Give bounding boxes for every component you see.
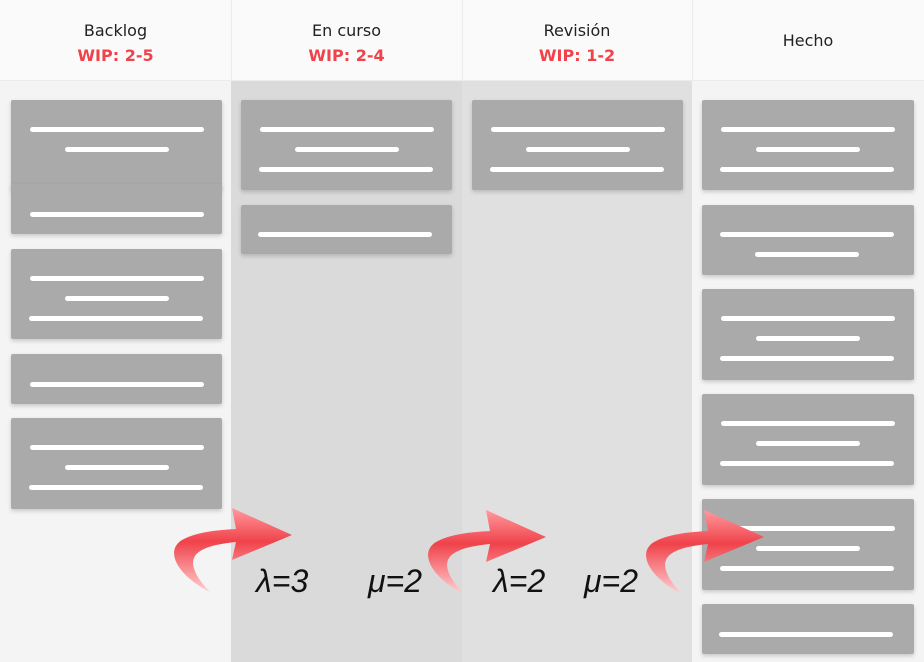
text-placeholder-line [65, 147, 169, 152]
text-placeholder-line [65, 296, 169, 301]
divider [462, 0, 463, 80]
text-placeholder-line [259, 167, 433, 172]
kanban-card[interactable] [11, 249, 222, 339]
column-header-revision: Revisión WIP: 1-2 [462, 0, 692, 81]
column-header-hecho: Hecho [692, 0, 924, 81]
column-title: Backlog [83, 21, 148, 40]
text-placeholder-line [295, 147, 399, 152]
kanban-card[interactable] [702, 205, 914, 275]
text-placeholder-line [30, 212, 204, 217]
text-placeholder-line [260, 127, 434, 132]
text-placeholder-line [30, 127, 204, 132]
text-placeholder-line [756, 336, 860, 341]
column-title: En curso [312, 21, 381, 40]
kanban-card[interactable] [702, 394, 914, 485]
text-placeholder-line [756, 546, 860, 551]
flow-arrow-icon [646, 510, 764, 594]
text-placeholder-line [720, 566, 894, 571]
text-placeholder-line [720, 356, 894, 361]
wip-limit: WIP: 1-2 [538, 46, 616, 65]
column-title: Revisión [543, 21, 611, 40]
kanban-card[interactable] [241, 100, 452, 190]
text-placeholder-line [258, 232, 432, 237]
kanban-card[interactable] [472, 100, 683, 190]
text-placeholder-line [721, 316, 895, 321]
text-placeholder-line [721, 421, 895, 426]
text-placeholder-line [720, 167, 894, 172]
arrival-rate-label: λ=2 [493, 563, 546, 599]
arrival-rate-label: λ=3 [256, 563, 309, 599]
kanban-card[interactable] [702, 289, 914, 380]
kanban-card[interactable] [702, 100, 914, 190]
text-placeholder-line [29, 316, 203, 321]
kanban-card[interactable] [11, 418, 222, 509]
service-rate-label: μ=2 [368, 563, 423, 599]
kanban-card[interactable] [11, 354, 222, 404]
kanban-card[interactable] [11, 184, 222, 234]
text-placeholder-line [29, 485, 203, 490]
column-header-en-curso: En curso WIP: 2-4 [231, 0, 462, 81]
text-placeholder-line [755, 252, 859, 257]
text-placeholder-line [526, 147, 630, 152]
column-header-backlog: Backlog WIP: 2-5 [0, 0, 231, 81]
divider [692, 0, 693, 80]
text-placeholder-line [30, 276, 204, 281]
text-placeholder-line [719, 632, 893, 637]
text-placeholder-line [721, 127, 895, 132]
kanban-card[interactable] [11, 100, 222, 190]
column-title: Hecho [782, 31, 834, 50]
wip-limit: WIP: 2-4 [308, 46, 385, 65]
text-placeholder-line [720, 232, 894, 237]
text-placeholder-line [30, 445, 204, 450]
kanban-card[interactable] [702, 604, 914, 654]
text-placeholder-line [720, 461, 894, 466]
text-placeholder-line [756, 147, 860, 152]
flow-arrow-icon [174, 508, 292, 592]
divider [231, 0, 232, 80]
text-placeholder-line [491, 127, 665, 132]
text-placeholder-line [490, 167, 664, 172]
text-placeholder-line [65, 465, 169, 470]
service-rate-label: μ=2 [584, 563, 639, 599]
kanban-card[interactable] [241, 205, 452, 254]
text-placeholder-line [30, 382, 204, 387]
wip-limit: WIP: 2-5 [77, 46, 154, 65]
text-placeholder-line [756, 441, 860, 446]
text-placeholder-line [721, 526, 895, 531]
flow-arrow-icon [428, 510, 546, 594]
